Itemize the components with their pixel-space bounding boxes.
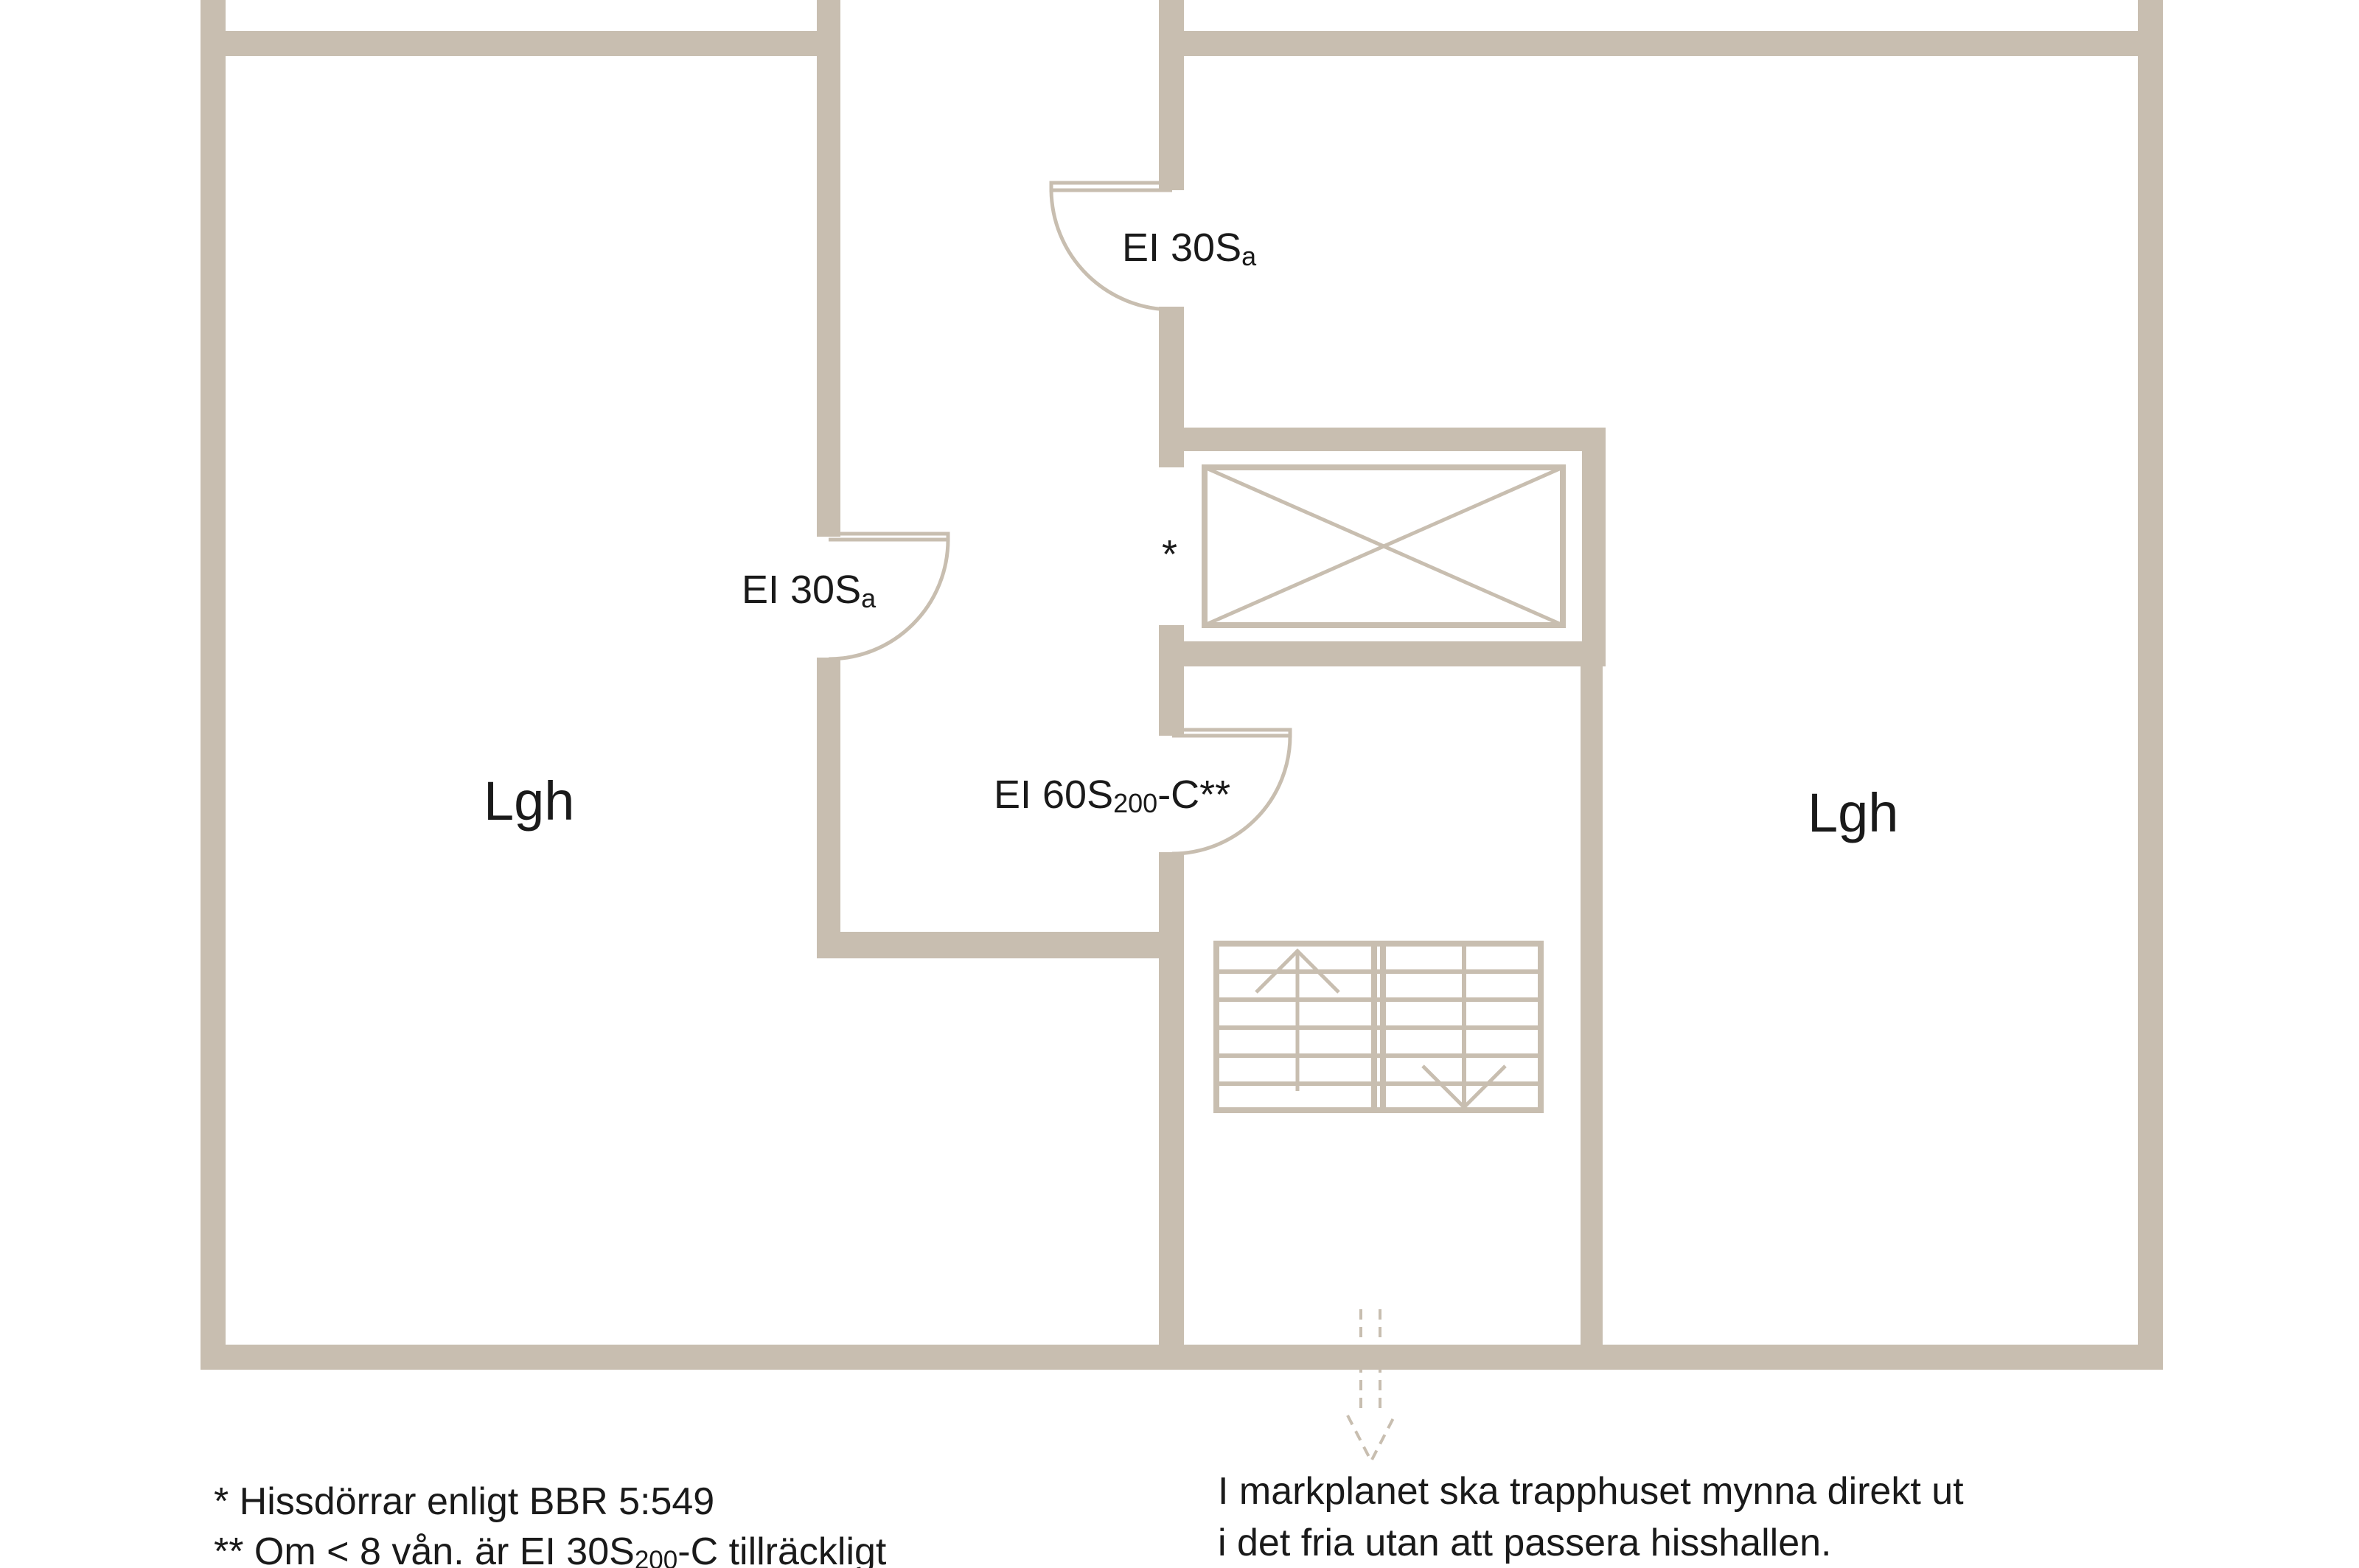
- exit-arrow-icon: [1346, 1309, 1396, 1465]
- wall-shaft-top: [1159, 428, 1606, 451]
- wall-corridor-right-top: [1159, 0, 1184, 190]
- door-swing-upper-right: [1049, 181, 1173, 312]
- wall-shaft-bottom: [1159, 641, 1606, 666]
- wall-top-right: [1159, 31, 2163, 56]
- stair-up-arrow-icon: [1255, 948, 1340, 1091]
- door-label-stair: EI 60S200-C**: [994, 773, 1230, 818]
- wall-top-left: [201, 31, 840, 56]
- wall-stair-right: [1581, 641, 1603, 1370]
- walls: [201, 0, 2163, 1370]
- door-label-upper-right: EI 30Sa: [1122, 226, 1257, 271]
- wall-outer-left: [201, 0, 226, 1370]
- elevator-shaft: [1202, 464, 1566, 628]
- note-elevator-doors: * Hissdörrar enligt BBR 5:549: [214, 1480, 714, 1523]
- room-label-left: Lgh: [484, 770, 574, 832]
- wall-shaft-right: [1582, 428, 1606, 666]
- wall-corridor-bottom: [817, 932, 1184, 958]
- staircase: [1213, 941, 1544, 1113]
- elevator-marker: *: [1162, 532, 1177, 576]
- wall-outer-right: [2138, 0, 2163, 1370]
- stair-down-arrow-icon: [1421, 973, 1507, 1110]
- wall-corridor-left-lower: [817, 658, 840, 958]
- note-exit-line-2: i det fria utan att passera hisshallen.: [1218, 1522, 1831, 1564]
- wall-corridor-right-stair: [1159, 852, 1184, 1370]
- room-label-right: Lgh: [1808, 782, 1898, 843]
- doors: [828, 181, 1292, 856]
- door-swing-left: [828, 532, 950, 661]
- wall-corridor-left-upper: [817, 0, 840, 537]
- note-floor-count: ** Om < 8 vån. är EI 30S200-C tillräckli…: [214, 1530, 887, 1568]
- door-label-left: EI 30Sa: [742, 568, 877, 613]
- note-exit-line-1: I markplanet ska trapphuset mynna direkt…: [1218, 1470, 1964, 1513]
- door-swing-stair: [1171, 728, 1292, 856]
